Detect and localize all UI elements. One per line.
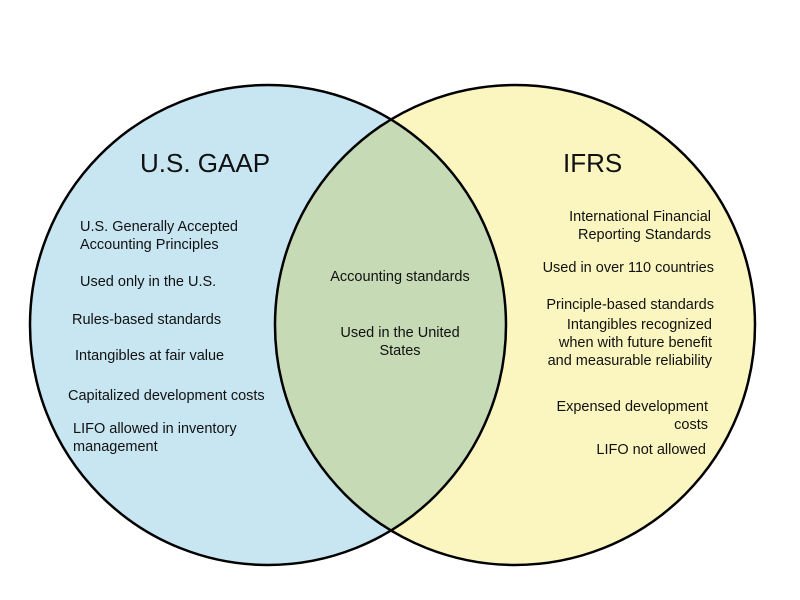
- us-gaap-title: U.S. GAAP: [140, 148, 271, 178]
- us-gaap-circle-outline: [28, 83, 508, 567]
- ifrs-item: Principle-based standards: [546, 297, 714, 313]
- ifrs-item: LIFO not allowed: [596, 442, 706, 458]
- us-gaap-item: Capitalized development costs: [68, 388, 265, 404]
- overlap-region: [275, 85, 506, 565]
- us-gaap-item: Used only in the U.S.: [80, 274, 217, 290]
- ifrs-circle-outline: [273, 83, 757, 567]
- ifrs-item: Used in over 110 countries: [542, 260, 714, 276]
- overlap-item: Accounting standards: [330, 269, 470, 285]
- us-gaap-item: Intangibles at fair value: [75, 348, 225, 364]
- ifrs-title: IFRS: [563, 148, 623, 178]
- us-gaap-item: Rules-based standards: [72, 312, 222, 328]
